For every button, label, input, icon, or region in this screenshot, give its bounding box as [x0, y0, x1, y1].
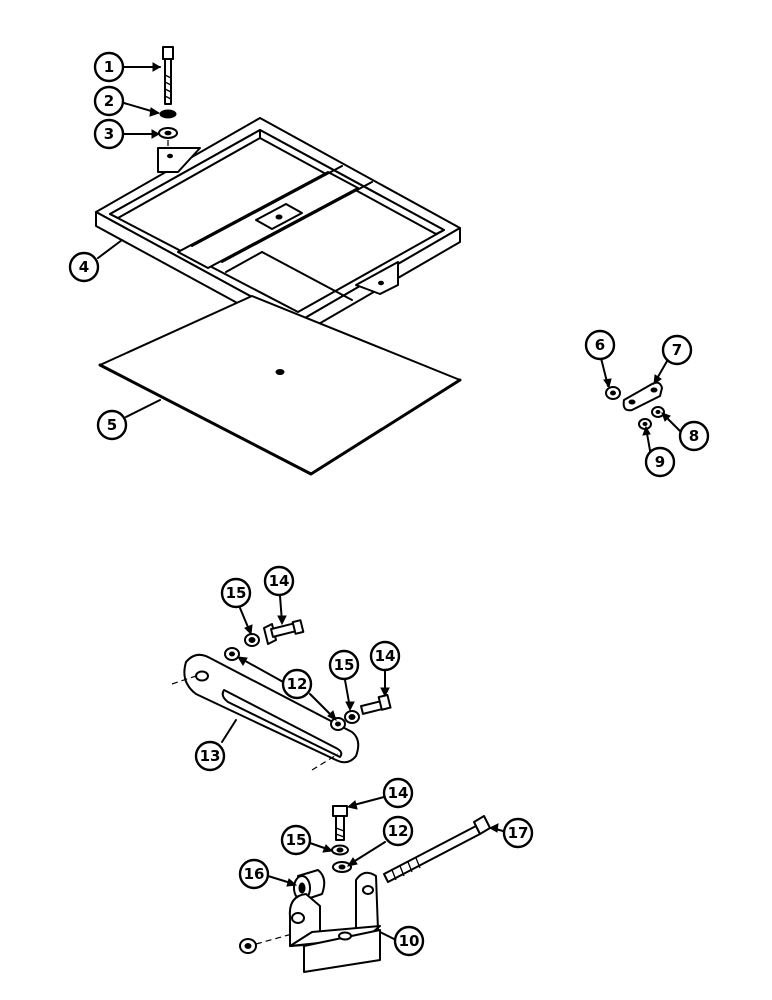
callout-13-label: 13 [200, 747, 221, 765]
link-group [605, 381, 665, 430]
callout-15-lower-label: 15 [334, 656, 355, 674]
nut-part-6 [605, 386, 621, 400]
arm-centerline-left [171, 675, 197, 685]
washer-part-12-bracket [332, 861, 352, 873]
callout-16: 16 [238, 858, 270, 890]
washer-part-12-upper [224, 647, 240, 661]
seat-pad-part-5 [98, 295, 462, 476]
callout-14-bracket: 14 [382, 777, 414, 809]
callout-15-upper-label: 15 [226, 584, 247, 602]
lock-washer-part-2 [159, 109, 177, 119]
mount-bracket-group [239, 805, 491, 973]
callout-17-label: 17 [508, 824, 529, 842]
frame-bracket-rear [157, 147, 201, 173]
bolt-part-14-vertical [332, 805, 348, 841]
slotted-arm-group [171, 619, 392, 771]
callout-12-upper: 12 [281, 668, 313, 700]
callout-4-label: 4 [79, 258, 89, 276]
callout-15-bracket: 15 [280, 824, 312, 856]
callout-12-upper-label: 12 [287, 675, 308, 693]
callout-5-label: 5 [107, 416, 117, 434]
bolt-part-14-lower [360, 693, 392, 715]
washer-part-8 [651, 406, 665, 418]
nut-bracket-bottom [239, 938, 257, 954]
link-plate-part-7 [622, 381, 663, 412]
callout-14-upper: 14 [263, 565, 295, 597]
callout-10: 10 [393, 925, 425, 957]
frame-bracket-front [355, 261, 399, 295]
callout-12-bracket-label: 12 [388, 822, 409, 840]
callout-15-upper: 15 [220, 577, 252, 609]
callout-3: 3 [93, 118, 125, 150]
bracket-centerline [255, 933, 293, 945]
callout-8: 8 [678, 420, 710, 452]
seat-frame-group [95, 46, 461, 337]
callout-1-label: 1 [104, 58, 114, 76]
mount-bracket-part-10 [288, 871, 381, 973]
lock-washer-part-15-lower [344, 710, 360, 724]
callout-15-bracket-label: 15 [286, 831, 307, 849]
lock-washer-part-15-upper [244, 633, 260, 647]
callout-12-bracket: 12 [382, 815, 414, 847]
callout-16-label: 16 [244, 865, 265, 883]
callout-14-lower-label: 14 [375, 647, 396, 665]
bushing-part-16 [293, 869, 326, 901]
callout-7: 7 [661, 334, 693, 366]
seat-frame-part-4 [95, 117, 461, 337]
callout-10-label: 10 [399, 932, 420, 950]
callout-2-label: 2 [104, 92, 114, 110]
callout-2: 2 [93, 85, 125, 117]
callout-15-lower: 15 [328, 649, 360, 681]
flat-washer-part-3 [158, 127, 178, 139]
callout-1: 1 [93, 51, 125, 83]
callout-9-label: 9 [655, 453, 665, 471]
lock-washer-part-15-bracket [331, 844, 349, 856]
callout-17: 17 [502, 817, 534, 849]
callout-8-label: 8 [689, 427, 699, 445]
arm-centerline-right [311, 753, 339, 771]
bolt-part-1 [162, 46, 174, 105]
callout-13: 13 [194, 740, 226, 772]
callout-14-upper-label: 14 [269, 572, 290, 590]
nut-part-9 [638, 418, 652, 430]
callout-5: 5 [96, 409, 128, 441]
bolt-part-14-upper [263, 619, 305, 645]
callout-6: 6 [584, 329, 616, 361]
slotted-arm-part-13 [183, 653, 360, 764]
callout-7-label: 7 [672, 341, 682, 359]
callout-9: 9 [644, 446, 676, 478]
callout-4: 4 [68, 251, 100, 283]
callout-14-lower: 14 [369, 640, 401, 672]
washer-part-12-lower [330, 717, 346, 731]
callout-3-label: 3 [104, 125, 114, 143]
callout-14-bracket-label: 14 [388, 784, 409, 802]
callout-6-label: 6 [595, 336, 605, 354]
